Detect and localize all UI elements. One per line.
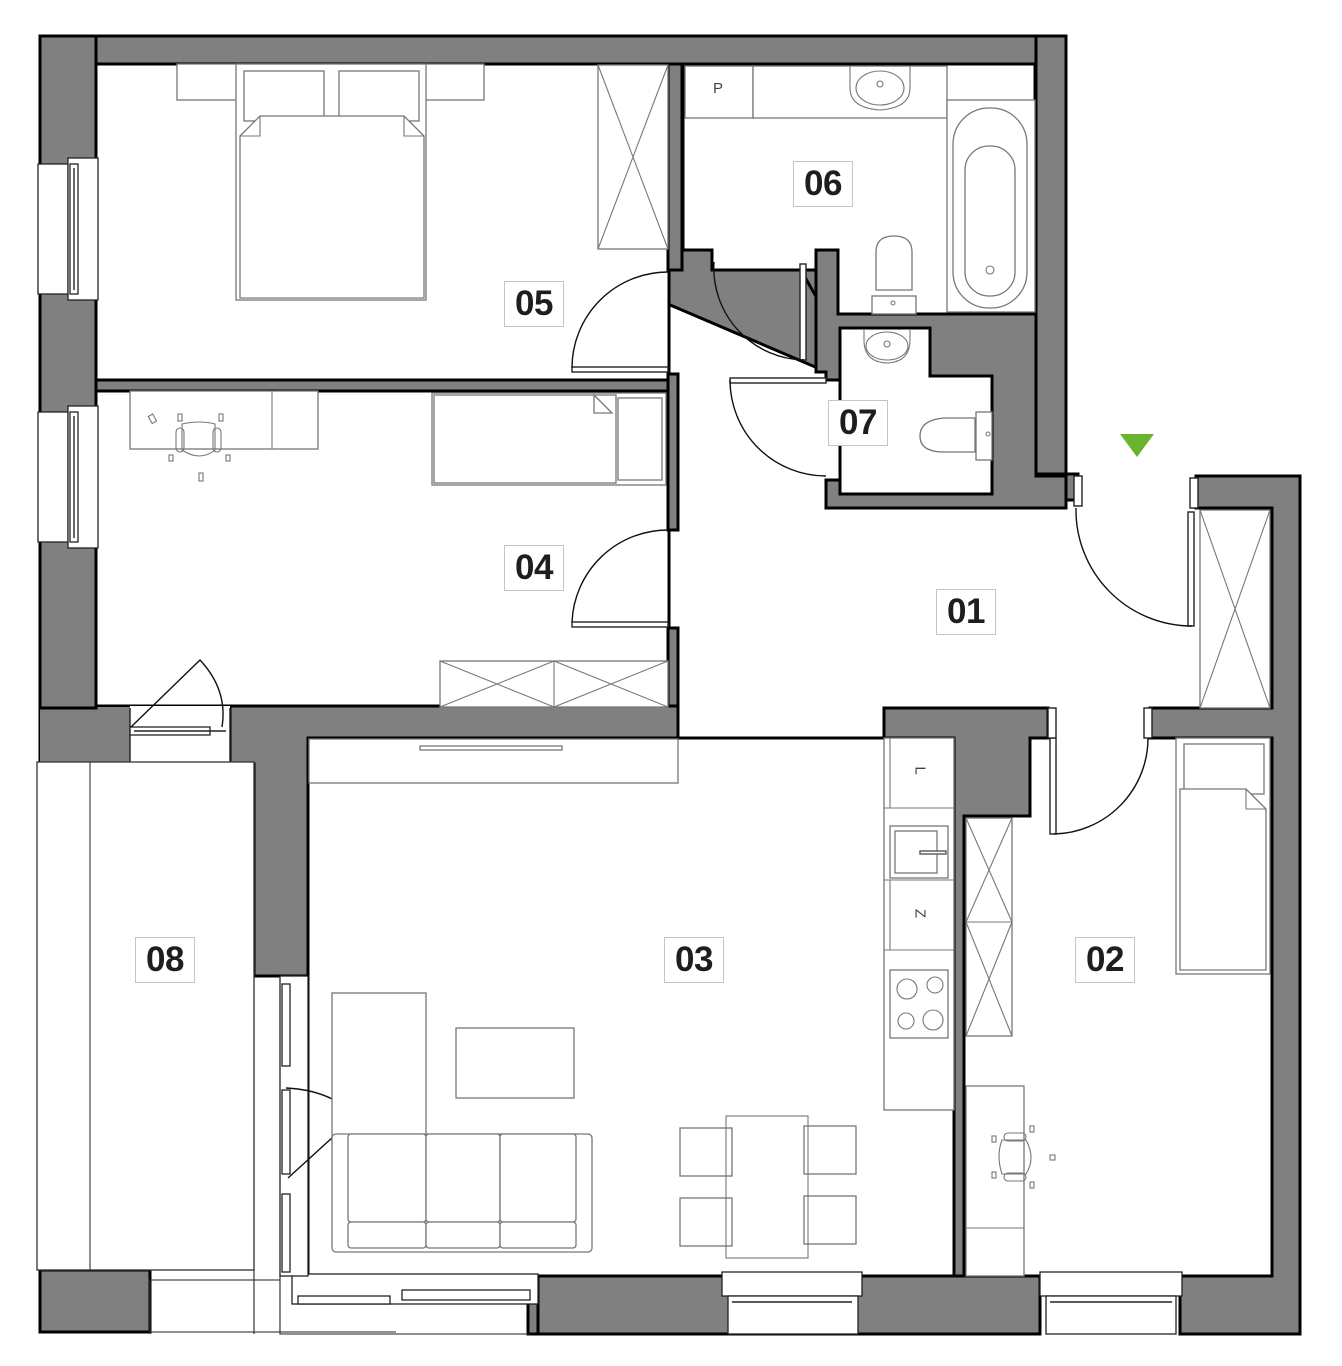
- window-room-03-left: [150, 764, 539, 1335]
- office-chair-room-04: [147, 413, 231, 482]
- door-room-02: [1047, 707, 1153, 835]
- wardrobe-hall: [1199, 509, 1271, 709]
- door-room-07: [729, 377, 827, 477]
- room-label-06: 06: [793, 161, 853, 207]
- kitchen-sink: [889, 825, 949, 879]
- entrance-door: [1073, 475, 1199, 627]
- wardrobe-room-05: [597, 64, 669, 250]
- coffee-table: [455, 1027, 575, 1099]
- bed-room-04: [431, 392, 667, 486]
- room-label-03: 03: [664, 937, 724, 983]
- toilet-room-07: [919, 411, 993, 461]
- furniture-room-05: [176, 63, 669, 301]
- wardrobe-room-04: [439, 660, 669, 708]
- room-label-05: 05: [504, 281, 564, 327]
- window-room-02: [1039, 1271, 1183, 1335]
- door-room-04: [571, 529, 669, 628]
- furniture-room-07: [863, 330, 993, 461]
- door-room-05: [571, 271, 669, 373]
- bed-room-02: [1175, 737, 1271, 975]
- window-room-03-right: [721, 1271, 863, 1335]
- washer-label: P: [712, 80, 723, 97]
- windows: [37, 157, 1183, 1335]
- room-label-07: 07: [828, 400, 888, 446]
- room-label-01: 01: [936, 589, 996, 635]
- balcony: [36, 761, 255, 1334]
- sofa: [331, 992, 593, 1253]
- window-room-04: [37, 405, 99, 549]
- dishwasher-label: L: [911, 766, 929, 775]
- doors: [571, 261, 1199, 835]
- sink-room-06: [849, 66, 911, 111]
- entrance-arrow-icon: [1120, 434, 1154, 457]
- wardrobe-room-02: [965, 817, 1013, 1037]
- room-label-02: 02: [1075, 937, 1135, 983]
- window-room-05: [37, 157, 99, 301]
- room-label-04: 04: [504, 545, 564, 591]
- kitchen-counter: [883, 737, 955, 1111]
- furniture-room-02: [965, 737, 1271, 1277]
- door-room-06: [713, 261, 807, 361]
- room-label-08: 08: [135, 937, 195, 983]
- furniture-room-03: [308, 737, 955, 1259]
- balcony-door-room-03: [279, 975, 358, 1277]
- office-chair-room-02: [991, 1125, 1056, 1189]
- balcony-door-room-04: [129, 659, 231, 764]
- tv-cabinet: [308, 738, 679, 784]
- furniture-room-04: [129, 390, 669, 708]
- cooktop: [889, 969, 949, 1039]
- sink-room-07: [863, 330, 911, 364]
- dining-set: [679, 1115, 857, 1259]
- bathtub: [946, 99, 1036, 313]
- toilet-room-06: [871, 235, 917, 315]
- fridge-label: Z: [911, 908, 929, 919]
- furniture-room-06: [684, 65, 1036, 315]
